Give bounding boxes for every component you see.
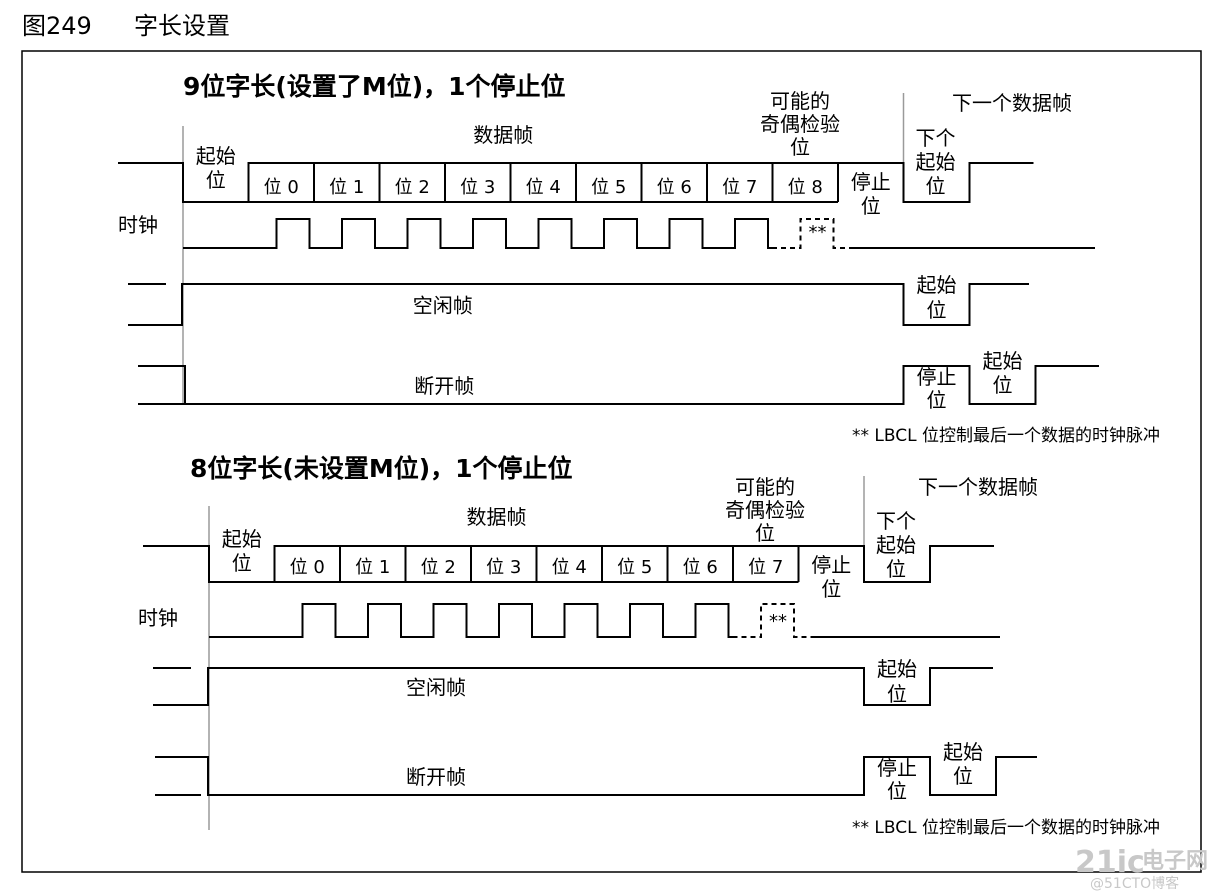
bit-1-label: 位 1 (355, 557, 390, 578)
watermark: 21ic 电子网 @51CTO博客 (1075, 845, 1208, 892)
start-bit-label-line: 位 (206, 168, 226, 192)
break-start-bit-label-line: 起始 (983, 349, 1023, 373)
break-start-bit-label-line: 位 (993, 373, 1013, 397)
next-start-bit-label-line: 起始 (876, 533, 916, 557)
bit-7-label: 位 7 (722, 177, 757, 198)
break-start-bit-label-line: 位 (953, 764, 973, 788)
stop-bit-label-line: 停止 (811, 553, 851, 577)
svg-text:21ic: 21ic (1075, 845, 1145, 880)
bit-6-label: 位 6 (683, 557, 718, 578)
next-data-frame-label: 下一个数据帧 (952, 91, 1072, 115)
break-frame-label: 断开帧 (406, 765, 466, 789)
stop-bit-label-line: 停止 (851, 170, 891, 194)
start-bit-label-line: 起始 (222, 527, 262, 551)
lbcl-footnote: ** LBCL 位控制最后一个数据的时钟脉冲 (852, 426, 1160, 446)
stop-bit-label-line: 位 (861, 194, 881, 218)
idle-start-bit-label-line: 位 (927, 298, 947, 322)
bit-6-label: 位 6 (657, 177, 692, 198)
next-data-frame-label: 下一个数据帧 (918, 475, 1038, 499)
bit-1-label: 位 1 (329, 177, 364, 198)
lbcl-marker: ** (809, 222, 827, 243)
figure-number: 图249 (22, 12, 92, 40)
parity-bit-label-line: 奇偶检验 (760, 112, 840, 136)
bit-3-label: 位 3 (486, 557, 521, 578)
bit-2-label: 位 2 (395, 177, 430, 198)
break-stop-bit-label-line: 停止 (877, 756, 917, 780)
idle-start-bit-label-line: 起始 (877, 657, 917, 681)
break-frame-label: 断开帧 (414, 374, 474, 398)
idle-start-bit-label-line: 位 (887, 682, 907, 706)
break-start-bit-label-line: 起始 (943, 740, 983, 764)
idle-frame-label: 空闲帧 (413, 294, 473, 318)
bit-5-label: 位 5 (591, 177, 626, 198)
parity-bit-label-line: 位 (790, 135, 810, 159)
break-stop-bit-label-line: 位 (927, 388, 947, 412)
bit-5-label: 位 5 (617, 557, 652, 578)
idle-frame-waveform (153, 667, 993, 706)
start-bit-label-line: 起始 (196, 144, 236, 168)
data-frame-label: 数据帧 (467, 505, 527, 529)
clock-waveform (183, 218, 772, 249)
next-start-bit-label-line: 起始 (916, 150, 956, 174)
break-stop-bit-label-line: 停止 (917, 365, 957, 389)
lbcl-clock-pulse (772, 218, 851, 249)
clock-label: 时钟 (118, 213, 158, 237)
data-frame-label: 数据帧 (473, 123, 533, 147)
watermark-logo: 电子网 (1142, 849, 1208, 874)
clock-label: 时钟 (138, 606, 178, 630)
watermark-subtext: @51CTO博客 (1090, 875, 1179, 892)
start-bit-label-line: 位 (232, 551, 252, 575)
clock-waveform (209, 603, 733, 638)
bit-4-label: 位 4 (526, 177, 561, 198)
bit-3-label: 位 3 (460, 177, 495, 198)
section-title: 8位字长(未设置M位)，1个停止位 (190, 454, 573, 483)
break-frame-waveform (155, 756, 1037, 796)
bit-4-label: 位 4 (552, 557, 587, 578)
lbcl-marker: ** (769, 611, 787, 632)
next-start-bit-label-line: 下个 (876, 509, 916, 533)
figure-frame (21, 50, 1202, 873)
figure-title: 字长设置 (134, 12, 230, 40)
parity-bit-label-line: 奇偶检验 (725, 498, 805, 522)
break-stop-bit-label-line: 位 (887, 779, 907, 803)
next-start-bit-label-line: 位 (886, 557, 906, 581)
lbcl-footnote: ** LBCL 位控制最后一个数据的时钟脉冲 (852, 818, 1160, 838)
bit-0-label: 位 0 (264, 177, 299, 198)
bit-0-label: 位 0 (290, 557, 325, 578)
data-waveform (143, 545, 994, 583)
bit-2-label: 位 2 (421, 557, 456, 578)
parity-bit-label-line: 可能的 (735, 475, 795, 499)
lbcl-clock-pulse (732, 603, 811, 638)
next-start-bit-label-line: 下个 (916, 126, 956, 150)
section-title: 9位字长(设置了M位)，1个停止位 (183, 72, 566, 101)
parity-bit-label-line: 可能的 (770, 89, 830, 113)
idle-frame-waveform (128, 283, 1029, 326)
next-start-bit-label-line: 位 (926, 174, 946, 198)
parity-bit-label-line: 位 (755, 521, 775, 545)
stop-bit-label-line: 位 (821, 577, 841, 601)
bit-7-label: 位 7 (748, 557, 783, 578)
idle-start-bit-label-line: 起始 (917, 273, 957, 297)
bit-8-label: 位 8 (788, 177, 823, 198)
break-frame-waveform (138, 365, 1099, 405)
idle-frame-label: 空闲帧 (406, 676, 466, 700)
